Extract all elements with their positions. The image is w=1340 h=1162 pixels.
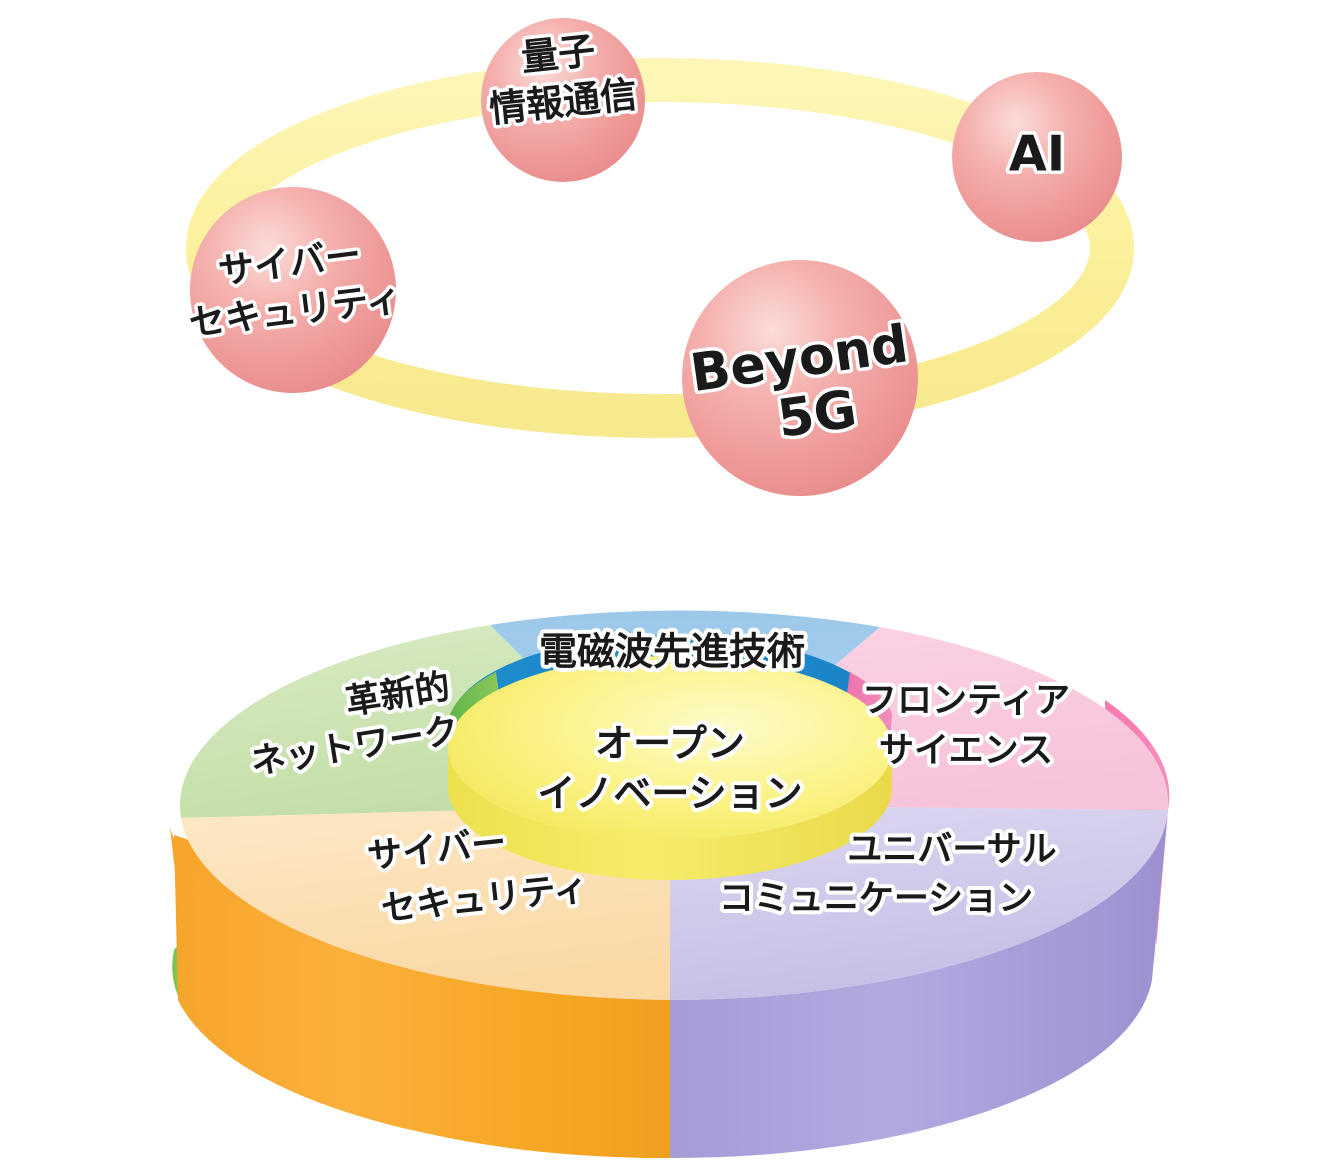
sphere-ai-label: AI (1009, 126, 1065, 183)
center-cylinder-top (448, 656, 892, 840)
cone-wall-universal (670, 810, 1168, 1159)
technology-ring-group: AI 量子 情報通信 サイバー セキュリティ Beyond 5G (183, 18, 1134, 496)
cone-wall-cyber-arc (170, 828, 670, 1159)
center-cylinder[interactable] (448, 656, 892, 880)
ring-back-half (186, 58, 1134, 248)
segment-label-universal-line1: ユニバーサル (847, 830, 1056, 870)
sphere-beyond-5g-label-line2: 5G (774, 379, 860, 449)
segment-label-frontier-line2: サイエンス (879, 731, 1053, 771)
hole-wall-electromagnetic (452, 635, 890, 742)
segment-label-electromagnetic: 電磁波先進技術 (539, 630, 805, 674)
segment-label-frontier-line1: フロンティア (862, 681, 1070, 721)
center-cylinder-wall (448, 748, 892, 880)
sphere-cyber-security[interactable]: サイバー セキュリティ (183, 187, 408, 393)
sphere-quantum[interactable]: 量子 情報通信 (481, 18, 645, 182)
sphere-quantum-label-line1: 量子 (519, 29, 597, 79)
sphere-ai[interactable] (952, 72, 1122, 242)
open-innovation-cone-group: 電磁波先進技術 革新的 ネットワーク フロンティア サイエンス オープン イノベ… (170, 610, 1170, 1159)
sphere-quantum-body (481, 18, 645, 182)
ring-ellipse-front (186, 248, 1134, 438)
center-label-line1: オープン (595, 722, 745, 766)
segment-label-universal-line2: コミュニケーション (719, 879, 1033, 919)
center-label-line2: イノベーション (537, 772, 802, 816)
sphere-beyond-5g-body (682, 260, 918, 496)
sphere-cyber-security-body (190, 187, 396, 393)
ring-ellipse-back (186, 58, 1134, 248)
ring-front-half (186, 248, 1134, 438)
sphere-beyond-5g[interactable]: Beyond 5G (682, 260, 918, 496)
sphere-ai-body (952, 72, 1122, 242)
